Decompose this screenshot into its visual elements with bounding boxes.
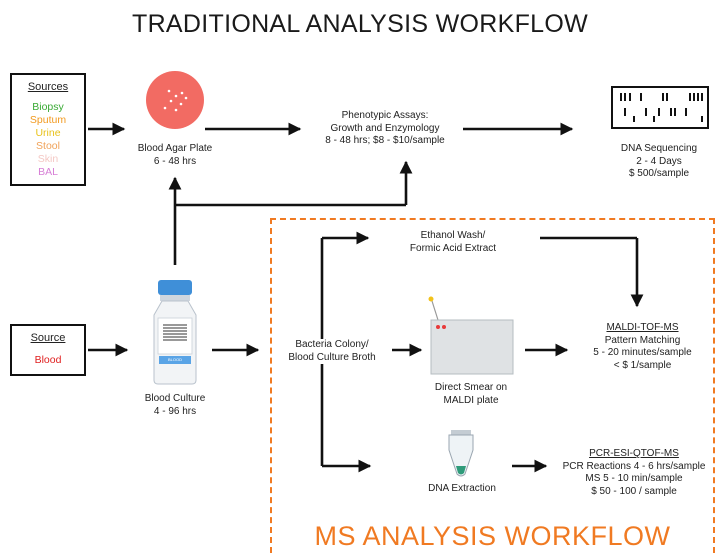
vial-label: BLOOD CULTURE bbox=[167, 357, 182, 362]
dna-sequencing-label: DNA Sequencing 2 - 4 Days $ 500/sample bbox=[600, 143, 718, 181]
dna-seq-time: 2 - 4 Days bbox=[636, 155, 682, 167]
bacteria-line2: Blood Culture Broth bbox=[288, 351, 376, 363]
maldi-heading: MALDI-TOF-MS bbox=[606, 322, 679, 333]
bacteria-label: Bacteria Colony/ Blood Culture Broth bbox=[272, 339, 392, 364]
ms-workflow-frame bbox=[270, 218, 715, 553]
pcr-heading: PCR-ESI-QTOF-MS bbox=[589, 448, 679, 459]
ethanol-line2: Formic Acid Extract bbox=[409, 242, 497, 254]
phenotypic-subtitle: Growth and Enzymology bbox=[330, 122, 440, 134]
pcr-label: PCR-ESI-QTOF-MS PCR Reactions 4 - 6 hrs/… bbox=[550, 448, 718, 498]
maldi-line3: < $ 1/sample bbox=[613, 359, 672, 371]
pcr-line2: MS 5 - 10 min/sample bbox=[585, 473, 683, 484]
source-urine: Urine bbox=[35, 127, 61, 139]
phenotypic-title: Phenotypic Assays: bbox=[341, 110, 429, 121]
direct-smear-line1: Direct Smear on bbox=[434, 382, 508, 393]
blood-culture-name: Blood Culture bbox=[144, 393, 206, 404]
blood-culture-label: Blood Culture 4 - 96 hrs bbox=[120, 393, 230, 418]
bacteria-line1: Bacteria Colony/ bbox=[295, 339, 369, 350]
sources-heading: Sources bbox=[27, 81, 69, 93]
source-skin: Skin bbox=[37, 153, 59, 165]
dna-extraction-label: DNA Extraction bbox=[428, 483, 496, 494]
diagram-title: TRADITIONAL ANALYSIS WORKFLOW bbox=[132, 10, 588, 38]
pcr-line3: $ 50 - 100 / sample bbox=[591, 485, 677, 497]
source-stool: Stool bbox=[36, 140, 60, 152]
ethanol-label: Ethanol Wash/ Formic Acid Extract bbox=[378, 230, 528, 255]
direct-smear-line2: MALDI plate bbox=[443, 394, 499, 406]
source-bal: BAL bbox=[38, 166, 58, 178]
blood-agar-name: Blood Agar Plate bbox=[137, 143, 213, 154]
blood-agar-label: Blood Agar Plate 6 - 48 hrs bbox=[120, 143, 230, 168]
source-box: Source Blood bbox=[10, 324, 86, 376]
sources-box: Sources Biopsy Sputum Urine Stool Skin B… bbox=[10, 73, 86, 186]
blood-culture-time: 4 - 96 hrs bbox=[153, 405, 197, 417]
maldi-line1: Pattern Matching bbox=[604, 334, 681, 346]
phenotypic-cost: 8 - 48 hrs; $8 - $10/sample bbox=[325, 135, 445, 146]
source-blood: Blood bbox=[34, 354, 62, 366]
dna-sequencing-icon bbox=[611, 86, 709, 129]
maldi-line2: 5 - 20 minutes/sample bbox=[593, 347, 692, 358]
ethanol-line1: Ethanol Wash/ bbox=[420, 230, 486, 241]
blood-agar-time: 6 - 48 hrs bbox=[153, 155, 197, 167]
blood-agar-plate-icon bbox=[146, 71, 204, 129]
blood-culture-vial-icon bbox=[153, 280, 197, 385]
source-biopsy: Biopsy bbox=[32, 101, 64, 113]
dna-extraction-tube-icon bbox=[448, 430, 474, 477]
maldi-plate-icon bbox=[428, 296, 514, 375]
maldi-label: MALDI-TOF-MS Pattern Matching 5 - 20 min… bbox=[575, 322, 710, 372]
ms-workflow-title: MS ANALYSIS WORKFLOW bbox=[314, 521, 671, 551]
dna-seq-cost: $ 500/sample bbox=[628, 168, 690, 179]
dna-seq-title: DNA Sequencing bbox=[620, 143, 698, 154]
pcr-line1: PCR Reactions 4 - 6 hrs/sample bbox=[562, 460, 706, 472]
phenotypic-label: Phenotypic Assays: Growth and Enzymology… bbox=[305, 110, 465, 148]
source-heading: Source bbox=[30, 332, 66, 344]
direct-smear-label: Direct Smear on MALDI plate bbox=[415, 382, 527, 407]
source-sputum: Sputum bbox=[29, 114, 67, 126]
